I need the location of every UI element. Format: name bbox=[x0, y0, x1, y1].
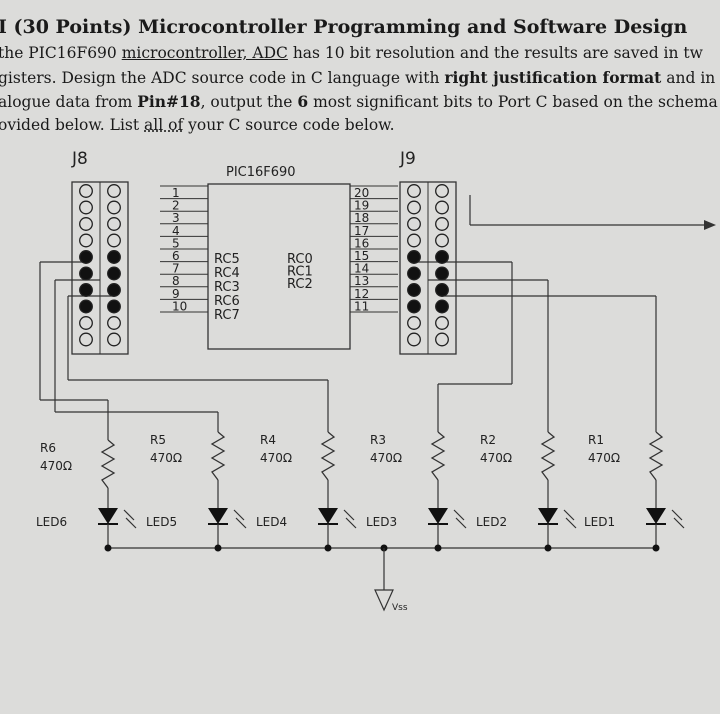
pin-number: 7 bbox=[172, 262, 180, 276]
resistor-r2: R2 470Ω LED2 bbox=[476, 431, 577, 552]
resistor-value: 470Ω bbox=[370, 451, 402, 465]
resistor-value: 470Ω bbox=[40, 459, 72, 473]
header-connectors bbox=[71, 181, 457, 355]
pin-number: 13 bbox=[354, 274, 369, 288]
question-line-4: ovided below. List all of your C source … bbox=[0, 116, 395, 134]
resistor-r4: R4 470Ω LED4 bbox=[256, 431, 357, 552]
resistor-name: R5 bbox=[150, 433, 166, 447]
chip-label: PIC16F690 bbox=[226, 165, 296, 180]
pin-number: 5 bbox=[172, 236, 180, 250]
led-label: LED1 bbox=[584, 515, 615, 529]
question-title: I (30 Points) Microcontroller Programmin… bbox=[0, 16, 688, 38]
signal-label: RC0 bbox=[287, 252, 313, 267]
signal-label: RC3 bbox=[214, 280, 240, 295]
pin-number: 11 bbox=[354, 299, 369, 313]
signal-label: RC4 bbox=[214, 266, 240, 281]
text-span: microcontroller, ADC bbox=[121, 44, 288, 62]
pin-number: 10 bbox=[172, 299, 187, 313]
resistor-value: 470Ω bbox=[260, 451, 292, 465]
text-span: Pin#18 bbox=[137, 92, 201, 111]
text-span: the PIC16F690 bbox=[0, 44, 122, 62]
resistor-name: R6 bbox=[40, 441, 56, 455]
arrow-out bbox=[469, 195, 716, 230]
question-text: I (30 Points) Microcontroller Programmin… bbox=[0, 0, 720, 140]
signal-label: RC5 bbox=[214, 252, 240, 267]
resistor-name: R1 bbox=[588, 433, 604, 447]
led-branches: R6 470Ω LED6 R5 470Ω LED5 R4 470Ω LED4 R3 470Ω LED3… bbox=[36, 431, 685, 552]
resistor-value: 470Ω bbox=[150, 451, 182, 465]
pin-number: 17 bbox=[354, 224, 369, 238]
text-span: ovided below. List bbox=[0, 116, 145, 134]
wires bbox=[39, 261, 657, 549]
led-label: LED4 bbox=[256, 515, 287, 529]
chip-body bbox=[207, 183, 351, 350]
signal-label: RC6 bbox=[214, 294, 240, 309]
led-label: LED5 bbox=[146, 515, 177, 529]
text-span: 6 bbox=[297, 92, 309, 111]
signal-label: RC1 bbox=[287, 265, 313, 280]
ground-symbol: Vss bbox=[374, 548, 408, 613]
resistor-r5: R5 470Ω LED5 bbox=[146, 431, 247, 552]
ground-label: Vss bbox=[392, 603, 408, 613]
resistor-value: 470Ω bbox=[480, 451, 512, 465]
text-span: all of bbox=[144, 116, 184, 134]
pin-number: 15 bbox=[354, 249, 369, 263]
connector-j9-label: J9 bbox=[399, 149, 416, 169]
pin-number: 2 bbox=[172, 199, 180, 213]
resistor-name: R2 bbox=[480, 433, 496, 447]
connector-j8-label: J8 bbox=[71, 149, 88, 169]
text-span: alogue data from bbox=[0, 93, 138, 111]
pin-number: 6 bbox=[172, 249, 180, 263]
pin-number: 18 bbox=[354, 211, 369, 225]
text-span: has 10 bit resolution and the results ar… bbox=[287, 44, 703, 62]
text-span: and in bbox=[661, 69, 716, 87]
resistor-value: 470Ω bbox=[588, 451, 620, 465]
resistor-r1: R1 470Ω LED1 bbox=[584, 431, 685, 552]
led-label: LED2 bbox=[476, 515, 507, 529]
resistor-r6: R6 470Ω LED6 bbox=[36, 439, 137, 552]
pin-number: 16 bbox=[354, 236, 369, 250]
question-line-3: alogue data from Pin#18, output the 6 mo… bbox=[0, 92, 718, 111]
text-span: most significant bits to Port C based on… bbox=[308, 93, 718, 111]
pin-number: 14 bbox=[354, 262, 369, 276]
resistor-r3: R3 470Ω LED3 bbox=[366, 431, 467, 552]
pin-number: 4 bbox=[172, 224, 180, 238]
text-span: gisters. Design the ADC source code in C… bbox=[0, 69, 445, 87]
pin-number: 19 bbox=[354, 199, 369, 213]
question-line-2: gisters. Design the ADC source code in C… bbox=[0, 68, 715, 87]
text-span: right justification format bbox=[444, 68, 662, 87]
pin-number: 1 bbox=[172, 186, 180, 200]
pin-number: 3 bbox=[172, 211, 180, 225]
signal-label: RC7 bbox=[214, 308, 240, 323]
pin-number: 8 bbox=[172, 274, 180, 288]
resistor-name: R3 bbox=[370, 433, 386, 447]
pin-number: 12 bbox=[354, 287, 369, 301]
signal-label: RC2 bbox=[287, 277, 313, 292]
resistor-name: R4 bbox=[260, 433, 276, 447]
text-span: your C source code below. bbox=[183, 116, 395, 134]
led-label: LED6 bbox=[36, 515, 67, 529]
pin-number: 20 bbox=[354, 186, 369, 200]
pin-number: 9 bbox=[172, 287, 180, 301]
led-label: LED3 bbox=[366, 515, 397, 529]
question-line-1: the PIC16F690 microcontroller, ADC has 1… bbox=[0, 44, 703, 62]
text-span: , output the bbox=[200, 93, 298, 111]
